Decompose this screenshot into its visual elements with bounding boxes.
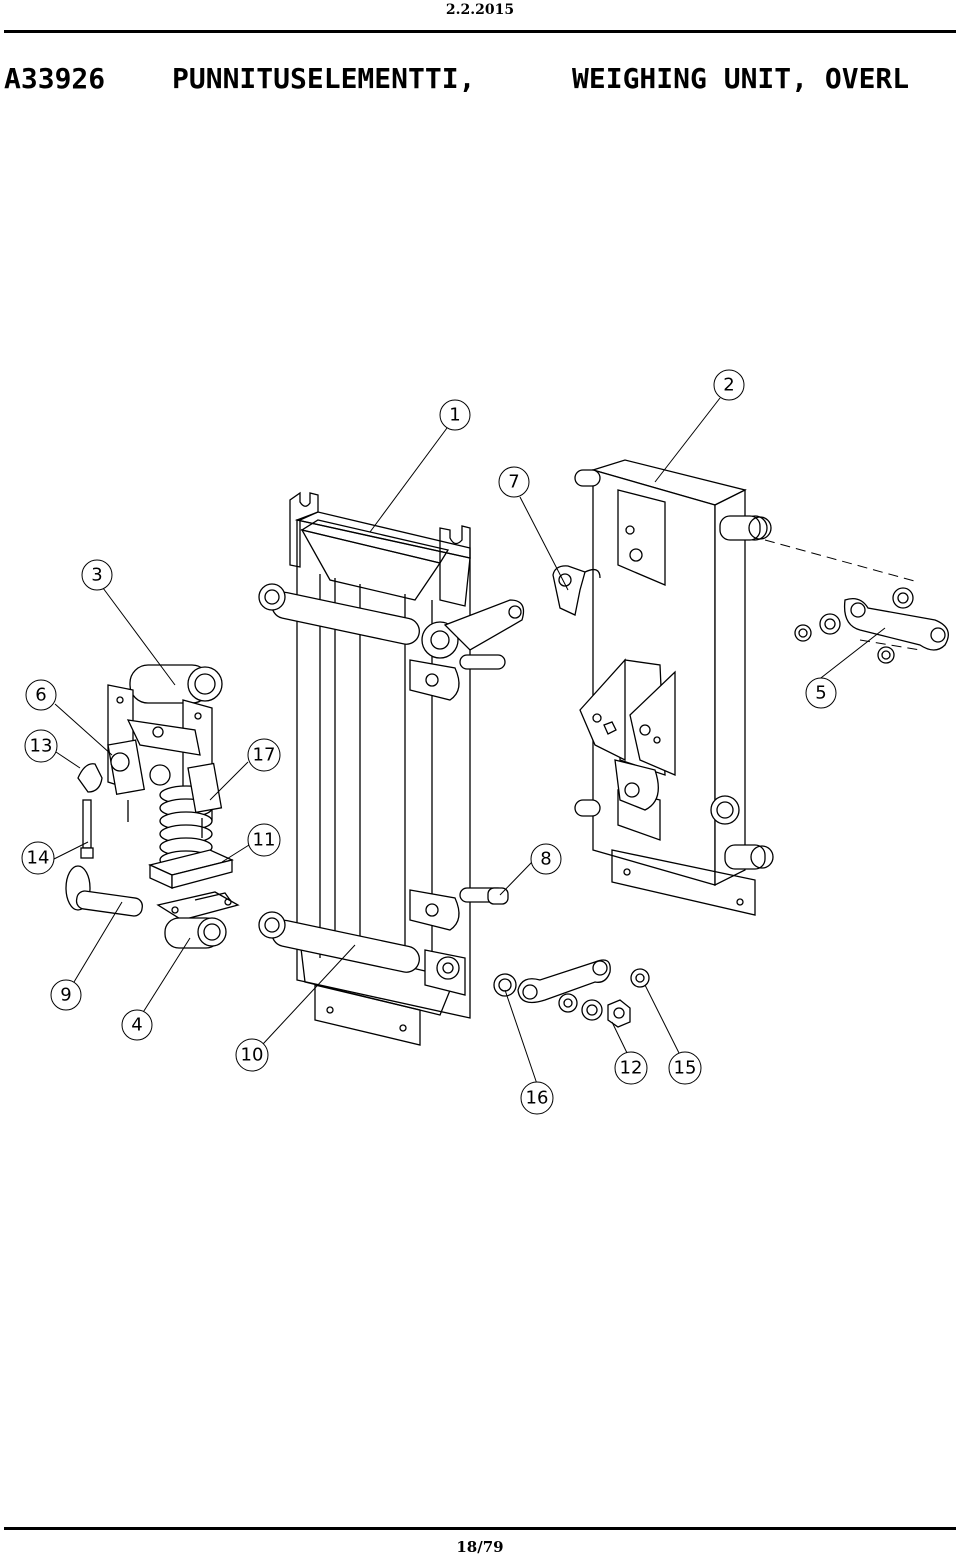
callout-label: 17: [253, 745, 276, 766]
page-number: 18/79: [456, 1538, 504, 1556]
back-plate: [574, 459, 774, 916]
callout-16: 16: [520, 1081, 554, 1115]
document-date: 2.2.2015: [445, 2, 515, 18]
load-cell-assembly: [65, 664, 240, 949]
callout-15: 15: [668, 1051, 702, 1085]
title-english: WEIGHING UNIT, OVERL: [572, 62, 910, 95]
callout-label: 8: [540, 849, 551, 870]
bottom-link-assembly: [487, 887, 650, 1028]
callout-2: 2: [713, 369, 745, 401]
callout-5: 5: [805, 677, 837, 709]
part-code: A33926: [4, 62, 106, 95]
link-arm-part-5: [794, 587, 949, 664]
callout-3: 3: [81, 559, 113, 591]
callout-label: 16: [526, 1088, 549, 1109]
callout-label: 7: [508, 472, 519, 493]
callout-6: 6: [25, 679, 57, 711]
callout-label: 11: [253, 830, 276, 851]
clevis-part-7: [552, 565, 601, 616]
callout-12: 12: [614, 1051, 648, 1085]
callout-10: 10: [235, 1038, 269, 1072]
frame-pins: [258, 583, 420, 973]
assembly-dashed-line: [764, 539, 919, 583]
frame-clevis-upper: [409, 599, 525, 701]
callout-label: 4: [131, 1015, 142, 1036]
assembly-dashed-line-2: [859, 639, 921, 651]
callout-label: 14: [27, 848, 50, 869]
callout-label: 6: [35, 685, 46, 706]
callout-label: 9: [60, 985, 71, 1006]
callout-label: 13: [30, 736, 53, 757]
callout-label: 1: [449, 405, 460, 426]
callout-13: 13: [24, 729, 58, 763]
callout-label: 15: [674, 1058, 697, 1079]
title-row: A33926 PUNNITUSELEMENTTI, WEIGHING UNIT,…: [4, 62, 956, 102]
title-finnish: PUNNITUSELEMENTTI,: [172, 62, 476, 95]
callout-17: 17: [247, 738, 281, 772]
callout-1: 1: [439, 399, 471, 431]
callout-label: 2: [723, 375, 734, 396]
callout-9: 9: [50, 979, 82, 1011]
header-rule: [4, 30, 956, 33]
callout-7: 7: [498, 466, 530, 498]
footer-rule: [4, 1527, 956, 1530]
callout-8: 8: [530, 843, 562, 875]
callout-label: 3: [91, 565, 102, 586]
callout-label: 5: [815, 683, 826, 704]
callout-4: 4: [121, 1009, 153, 1041]
callout-label: 10: [241, 1045, 264, 1066]
callout-14: 14: [21, 841, 55, 875]
leader-lines: [51, 397, 886, 1085]
callout-label: 12: [620, 1058, 643, 1079]
callout-11: 11: [247, 823, 281, 857]
